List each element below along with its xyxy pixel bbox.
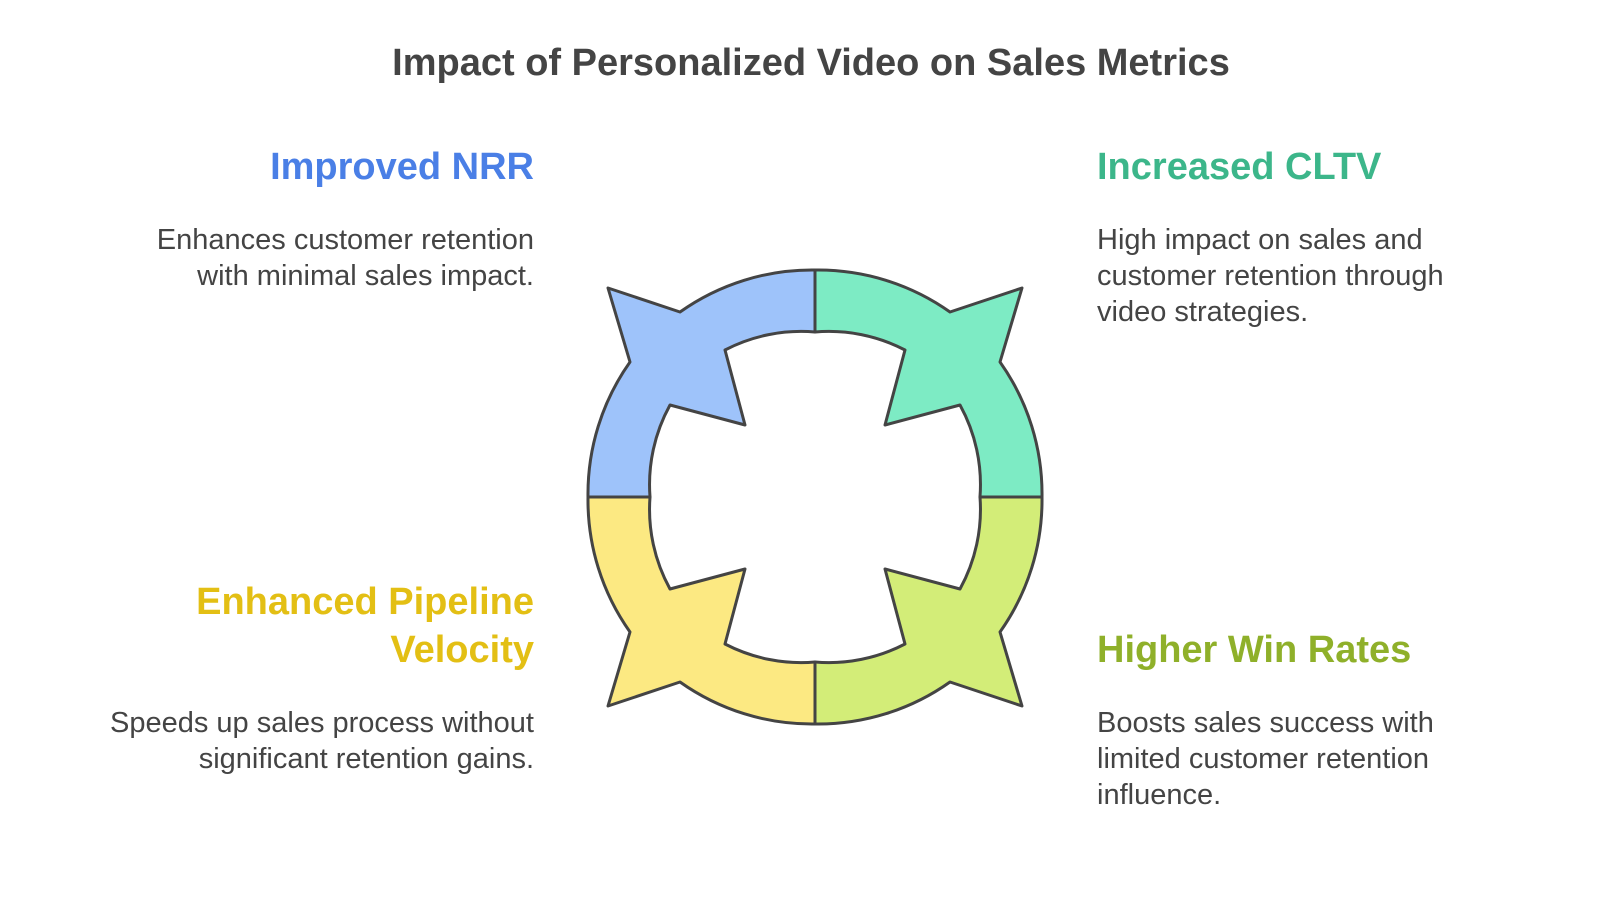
increased-cltv-description: High impact on sales and customer retent…: [1097, 224, 1444, 328]
enhanced-pipeline-velocity-segment: [586, 495, 817, 726]
increased-cltv-segment: [813, 268, 1044, 499]
higher-win-rates-description: Boosts sales success with limited custom…: [1097, 707, 1434, 811]
higher-win-rates-heading: Higher Win Rates: [1097, 629, 1412, 671]
improved-nrr-heading: Improved NRR: [270, 146, 534, 188]
increased-cltv-heading: Increased CLTV: [1097, 146, 1382, 188]
enhanced-pipeline-velocity-description: Speeds up sales process without signific…: [110, 707, 534, 775]
improved-nrr-segment: [586, 268, 817, 499]
page-title: Impact of Personalized Video on Sales Me…: [392, 42, 1230, 84]
improved-nrr-description: Enhances customer retention with minimal…: [156, 224, 534, 292]
higher-win-rates-segment: [813, 495, 1044, 726]
enhanced-pipeline-velocity-heading: Enhanced Pipeline Velocity: [196, 581, 534, 671]
